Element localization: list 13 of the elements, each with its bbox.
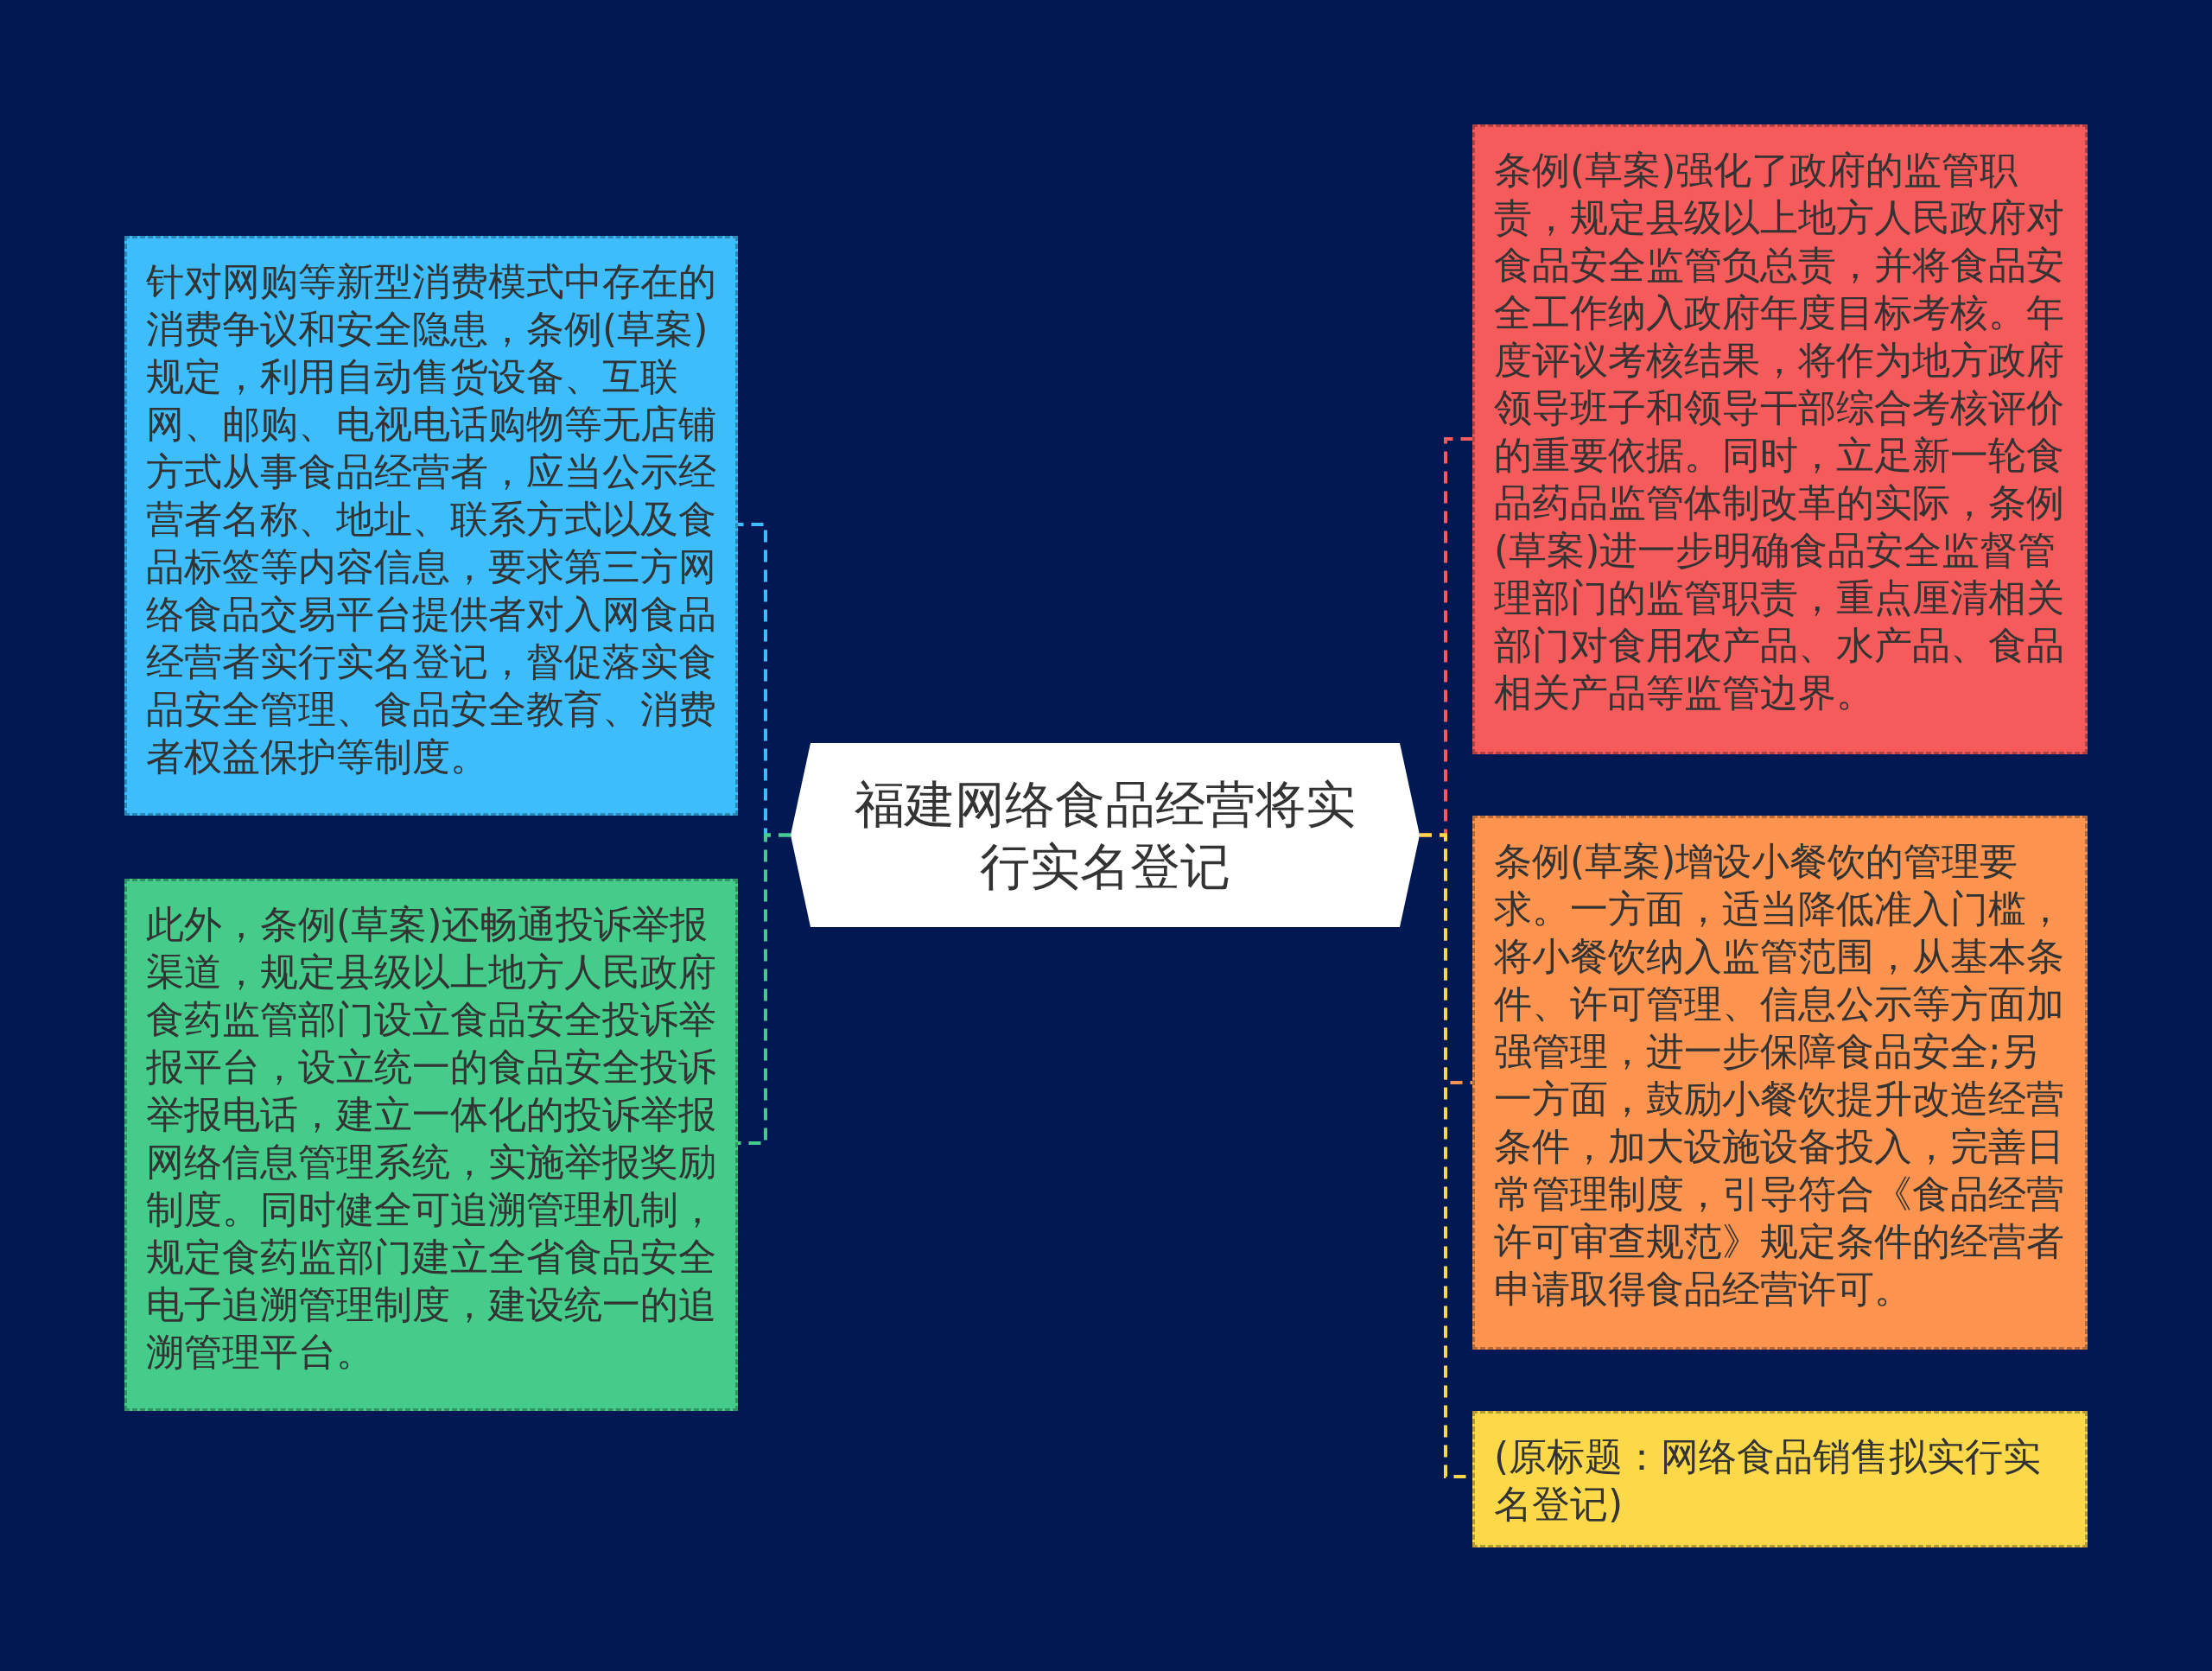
topic-text: 针对网购等新型消费模式中存在的消费争议和安全隐患，条例(草案)规定，利用自动售货设备、互联网、邮购、电视电话购物等无店铺方式从事食品经营者，应当公示经营者名称、地址、联系方式以及食品标签等内容信息，要求第三方网络食品交易平台提供者对入网食品经营者实行实名登记，督促落实食品安全管理、食品安全教育、消费者权益保护等制度。 (146, 258, 717, 780)
topic-text: 条例(草案)强化了政府的监管职责，规定县级以上地方人民政府对食品安全监管负总责，并将食品安全工作纳入政府年度目标考核。年度评议考核结果，将作为地方政府领导班子和领导干部综合考核评价的重要依据。同时，立足新一轮食品药品监管体制改革的实际，条例(草案)进一步明确食品安全监督管理部门的监管职责，重点厘清相关部门对食用农产品、水产品、食品相关产品等监管边界。 (1494, 147, 2065, 716)
topic-card (1472, 1411, 2088, 1547)
topic-card (1472, 124, 2088, 754)
central-topic-text: 福建网络食品经营将实行实名登记 (854, 773, 1357, 898)
connector-line (738, 833, 791, 1145)
topic-text: 条例(草案)增设小餐饮的管理要求。一方面，适当降低准入门槛，将小餐饮纳入监管范围，从基本条件、许可管理、信息公示等方面加强管理，进一步保障食品安全;另一方面，鼓励小餐饮提升改造经营条件，加大设施设备投入，完善日常管理制度，引导符合《食品经营许可审查规范》规定条件的经营者申请取得食品经营许可。 (1494, 838, 2065, 1312)
topic-card (124, 236, 738, 816)
topic-text: 此外，条例(草案)还畅通投诉举报渠道，规定县级以上地方人民政府食药监管部门设立食品安全投诉举报平台，设立统一的食品安全投诉举报电话，建立一体化的投诉举报网络信息管理系统，实施举报奖励制度。同时健全可追溯管理机制，规定食药监部门建立全省食品安全电子追溯管理制度，建设统一的追溯管理平台。 (146, 901, 717, 1376)
topic-card (1472, 816, 2088, 1350)
topic-card (124, 879, 738, 1411)
central-topic (791, 743, 1420, 927)
topic-text: (原标题：网络食品销售拟实行实名登记) (1494, 1433, 2043, 1528)
